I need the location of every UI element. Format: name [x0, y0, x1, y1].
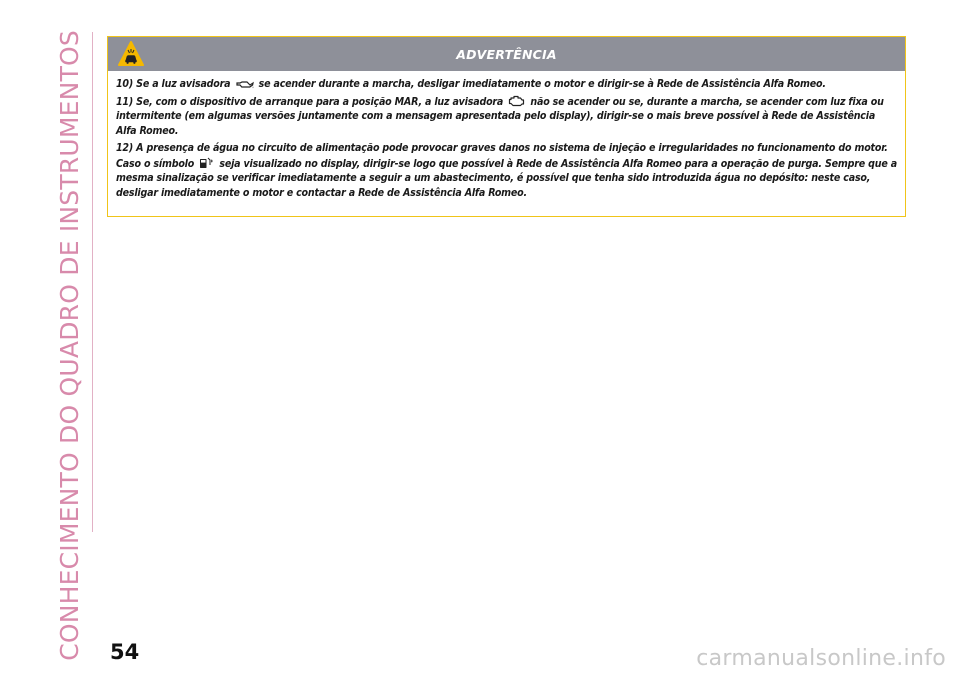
page-number: 54	[110, 640, 140, 664]
warning-body: 10) Se a luz avisadora se acender durant…	[108, 71, 905, 200]
engine-check-icon	[509, 95, 525, 106]
warning-car-icon	[118, 41, 144, 66]
warning-item-10: 10) Se a luz avisadora se acender durant…	[116, 77, 897, 92]
item-text-after-icon: não se acender ou se, durante a marcha, …	[116, 95, 884, 137]
item-text-before-icon: Se, com o dispositivo de arranque para a…	[136, 95, 504, 108]
section-side-title: CONHECIMENTO DO QUADRO DE INSTRUMENTOS	[52, 30, 88, 661]
side-title-text: CONHECIMENTO DO QUADRO DE INSTRUMENTOS	[55, 30, 84, 661]
warning-item-11: 11) Se, com o dispositivo de arranque pa…	[116, 95, 897, 139]
warning-header: ADVERTÊNCIA	[108, 37, 905, 71]
warning-item-12: 12) A presença de água no circuito de al…	[116, 141, 897, 200]
item-number: 12)	[116, 142, 134, 154]
warning-box: ADVERTÊNCIA 10) Se a luz avisadora se ac…	[107, 36, 906, 217]
watermark-text: carmanualsonline.info	[696, 646, 946, 671]
item-number: 10)	[116, 78, 134, 90]
item-text-before-icon: Caso o símbolo	[116, 157, 195, 170]
item-text-after-icon: seja visualizado no display, dirigir-se …	[116, 157, 897, 199]
warning-title: ADVERTÊNCIA	[456, 46, 557, 62]
side-divider	[92, 32, 93, 532]
engine-oil-icon	[235, 81, 254, 89]
item-text-after-icon: se acender durante a marcha, desligar im…	[258, 78, 826, 90]
item-number: 11)	[116, 95, 134, 108]
water-in-fuel-icon	[200, 157, 213, 168]
item-text-before-icon: Se a luz avisadora	[136, 78, 231, 90]
item-text: A presença de água no circuito de alimen…	[136, 142, 888, 154]
